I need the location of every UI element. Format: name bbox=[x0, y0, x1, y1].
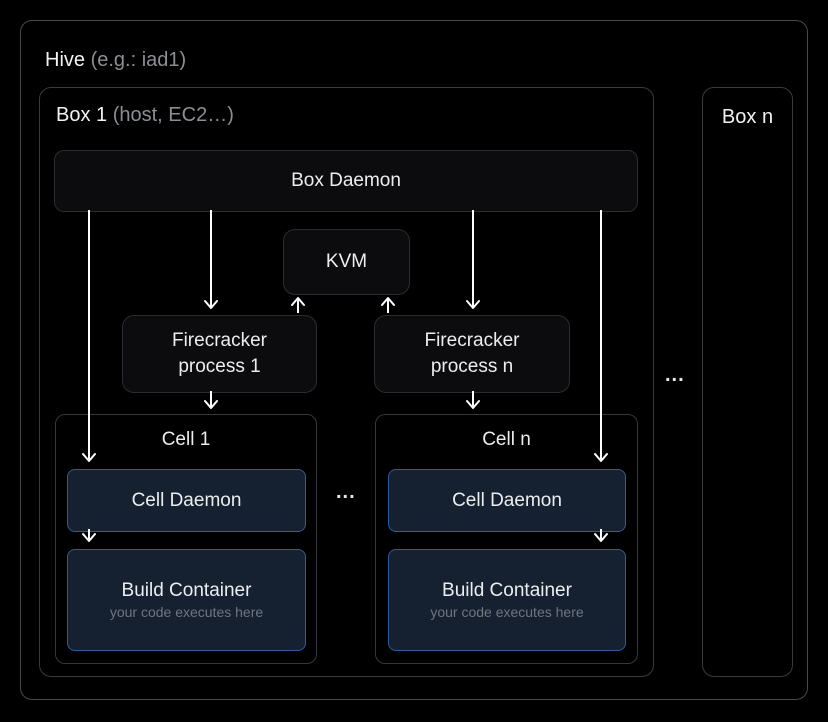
cell-1-build-container-label: Build Container bbox=[121, 579, 252, 601]
box-daemon-node: Box Daemon bbox=[54, 150, 638, 212]
cell-1-build-container-node: Build Container your code executes here bbox=[67, 549, 306, 651]
cell-n-build-container-node: Build Container your code executes here bbox=[388, 549, 626, 651]
cell-1-daemon-label: Cell Daemon bbox=[131, 489, 242, 511]
kvm-label: KVM bbox=[325, 251, 368, 272]
firecracker-process-1-node: Firecracker process 1 bbox=[122, 315, 317, 393]
hive-title-text: Hive bbox=[45, 49, 86, 71]
firecracker-1-line1: Firecracker bbox=[171, 330, 267, 351]
cells-ellipsis: ... bbox=[336, 481, 356, 503]
cell-1-container: Cell 1 Cell Daemon Build Container your … bbox=[55, 414, 317, 664]
cell-n-build-container-label: Build Container bbox=[442, 579, 572, 601]
cell-1-title: Cell 1 bbox=[161, 429, 211, 450]
kvm-node: KVM bbox=[283, 229, 410, 295]
box-1-title-text: Box 1 bbox=[56, 104, 108, 126]
box-1-subtitle: (host, EC2…) bbox=[112, 104, 234, 126]
firecracker-n-line1: Firecracker bbox=[424, 330, 520, 351]
cell-n-container: Cell n Cell Daemon Build Container your … bbox=[375, 414, 638, 664]
firecracker-n-line2: process n bbox=[430, 356, 514, 377]
box-n-container: Box n bbox=[702, 87, 793, 677]
box-n-title: Box n bbox=[721, 106, 774, 128]
firecracker-1-line2: process 1 bbox=[178, 356, 261, 377]
cell-1-build-container-note: your code executes here bbox=[109, 603, 264, 620]
box-daemon-label: Box Daemon bbox=[291, 170, 401, 191]
hive-container: Hive (e.g.: iad1) Box 1 (host, EC2…) Box… bbox=[20, 20, 808, 700]
box-1-title: Box 1 (host, EC2…) bbox=[56, 104, 234, 127]
cell-n-daemon-node: Cell Daemon bbox=[388, 469, 626, 532]
hive-title: Hive (e.g.: iad1) bbox=[45, 49, 186, 72]
boxes-ellipsis: ... bbox=[665, 364, 685, 386]
hive-subtitle: (e.g.: iad1) bbox=[90, 49, 187, 71]
cell-n-title: Cell n bbox=[482, 429, 531, 450]
cell-n-build-container-note: your code executes here bbox=[430, 603, 584, 620]
cell-n-daemon-label: Cell Daemon bbox=[452, 489, 562, 511]
firecracker-process-n-node: Firecracker process n bbox=[374, 315, 570, 393]
cell-1-daemon-node: Cell Daemon bbox=[67, 469, 306, 532]
box-1-container: Box 1 (host, EC2…) Box Daemon KVM Firecr… bbox=[39, 87, 654, 677]
